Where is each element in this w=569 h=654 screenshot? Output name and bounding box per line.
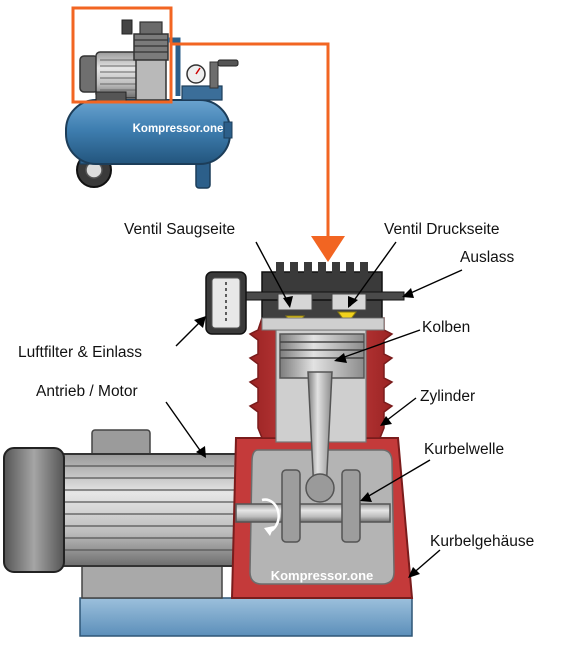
leader-lines [165,241,463,578]
arrow-leader-icon [334,329,421,363]
arrow-leader-icon [165,401,206,458]
label-crankshaft: Kurbelwelle [424,441,504,458]
piston [279,333,365,379]
labels: Ventil Saugseite Ventil Druckseite Ausla… [18,221,534,550]
arrow-leader-icon [255,241,293,308]
air-filter-icon [205,271,247,335]
arrow-leader-icon [348,241,397,308]
arrow-leader-icon [360,459,431,502]
cutaway-compressor: Kompressor.one [3,262,414,637]
cylinder-head [239,262,405,331]
crankshaft [235,469,391,543]
arrow-leader-icon [402,269,463,298]
label-pressure-valve: Ventil Druckseite [384,221,499,238]
label-suction-valve: Ventil Saugseite [124,221,235,238]
highlight-callout [71,6,345,262]
small-compressor: Kompressor.one [65,19,239,189]
rotation-arrow-icon [261,498,280,536]
arrow-leader-icon [408,549,441,578]
large-brand-text: Kompressor.one [271,568,374,583]
label-cylinder: Zylinder [420,388,475,405]
label-outlet: Auslass [460,249,515,266]
label-piston: Kolben [422,319,470,336]
motor [3,429,239,599]
label-air-filter-inlet: Luftfilter & Einlass [18,344,142,361]
label-drive-motor: Antrieb / Motor [36,383,138,400]
small-brand-text: Kompressor.one [133,123,224,135]
base-plate [79,597,413,637]
label-crankcase: Kurbelgehäuse [430,533,534,550]
flow-arrow-icon [311,236,345,262]
arrow-leader-icon [380,397,417,426]
arrow-leader-icon [175,316,206,347]
